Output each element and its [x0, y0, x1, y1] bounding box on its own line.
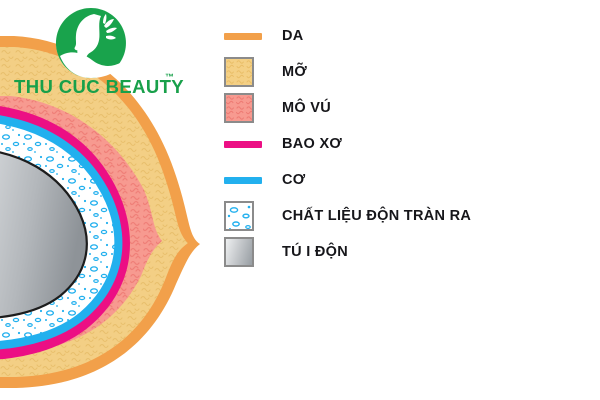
legend-swatch-cell [224, 201, 280, 231]
leaked-filler-color-box [224, 201, 254, 231]
diagram-legend: DA MỠ [224, 18, 596, 270]
capsule-color-bar [224, 140, 262, 148]
implant-shell-color-box [224, 237, 254, 267]
legend-item-fat: MỠ [224, 54, 596, 90]
legend-swatch-cell [224, 237, 280, 267]
legend-swatch-cell [224, 93, 280, 123]
legend-item-leaked-filler: CHẤT LIỆU ĐỘN TRÀN RA [224, 198, 596, 234]
trademark-symbol: ™ [165, 72, 174, 82]
legend-item-skin: DA [224, 18, 596, 54]
fat-color-box [224, 57, 254, 87]
legend-label-leaked-filler: CHẤT LIỆU ĐỘN TRÀN RA [282, 208, 472, 224]
layer-implant-shell [0, 151, 88, 319]
brand-name: THU CUC BEAUTY [14, 76, 185, 97]
legend-item-muscle: CƠ [224, 162, 596, 198]
brand-logo: THU CUC BEAUTY ™ [14, 6, 204, 102]
legend-label-implant: TÚ I ĐỘN [282, 244, 349, 260]
legend-swatch-cell [224, 176, 280, 184]
legend-swatch-cell [224, 32, 280, 40]
legend-label-fat: MỠ [282, 64, 308, 80]
legend-label-capsule: BAO XƠ [282, 136, 343, 152]
legend-label-breast-tissue: MÔ VÚ [282, 100, 332, 116]
legend-item-implant: TÚ I ĐỘN [224, 234, 596, 270]
legend-item-capsule: BAO XƠ [224, 126, 596, 162]
legend-swatch-cell [224, 57, 280, 87]
legend-item-breast-tissue: MÔ VÚ [224, 90, 596, 126]
breast-tissue-color-box [224, 93, 254, 123]
legend-swatch-cell [224, 140, 280, 148]
breast-cross-section-diagram [0, 0, 230, 400]
muscle-color-bar [224, 176, 262, 184]
skin-color-bar [224, 32, 262, 40]
woman-face-leaf-circle-icon [54, 6, 128, 80]
legend-label-skin: DA [282, 28, 304, 44]
legend-label-muscle: CƠ [282, 172, 306, 188]
